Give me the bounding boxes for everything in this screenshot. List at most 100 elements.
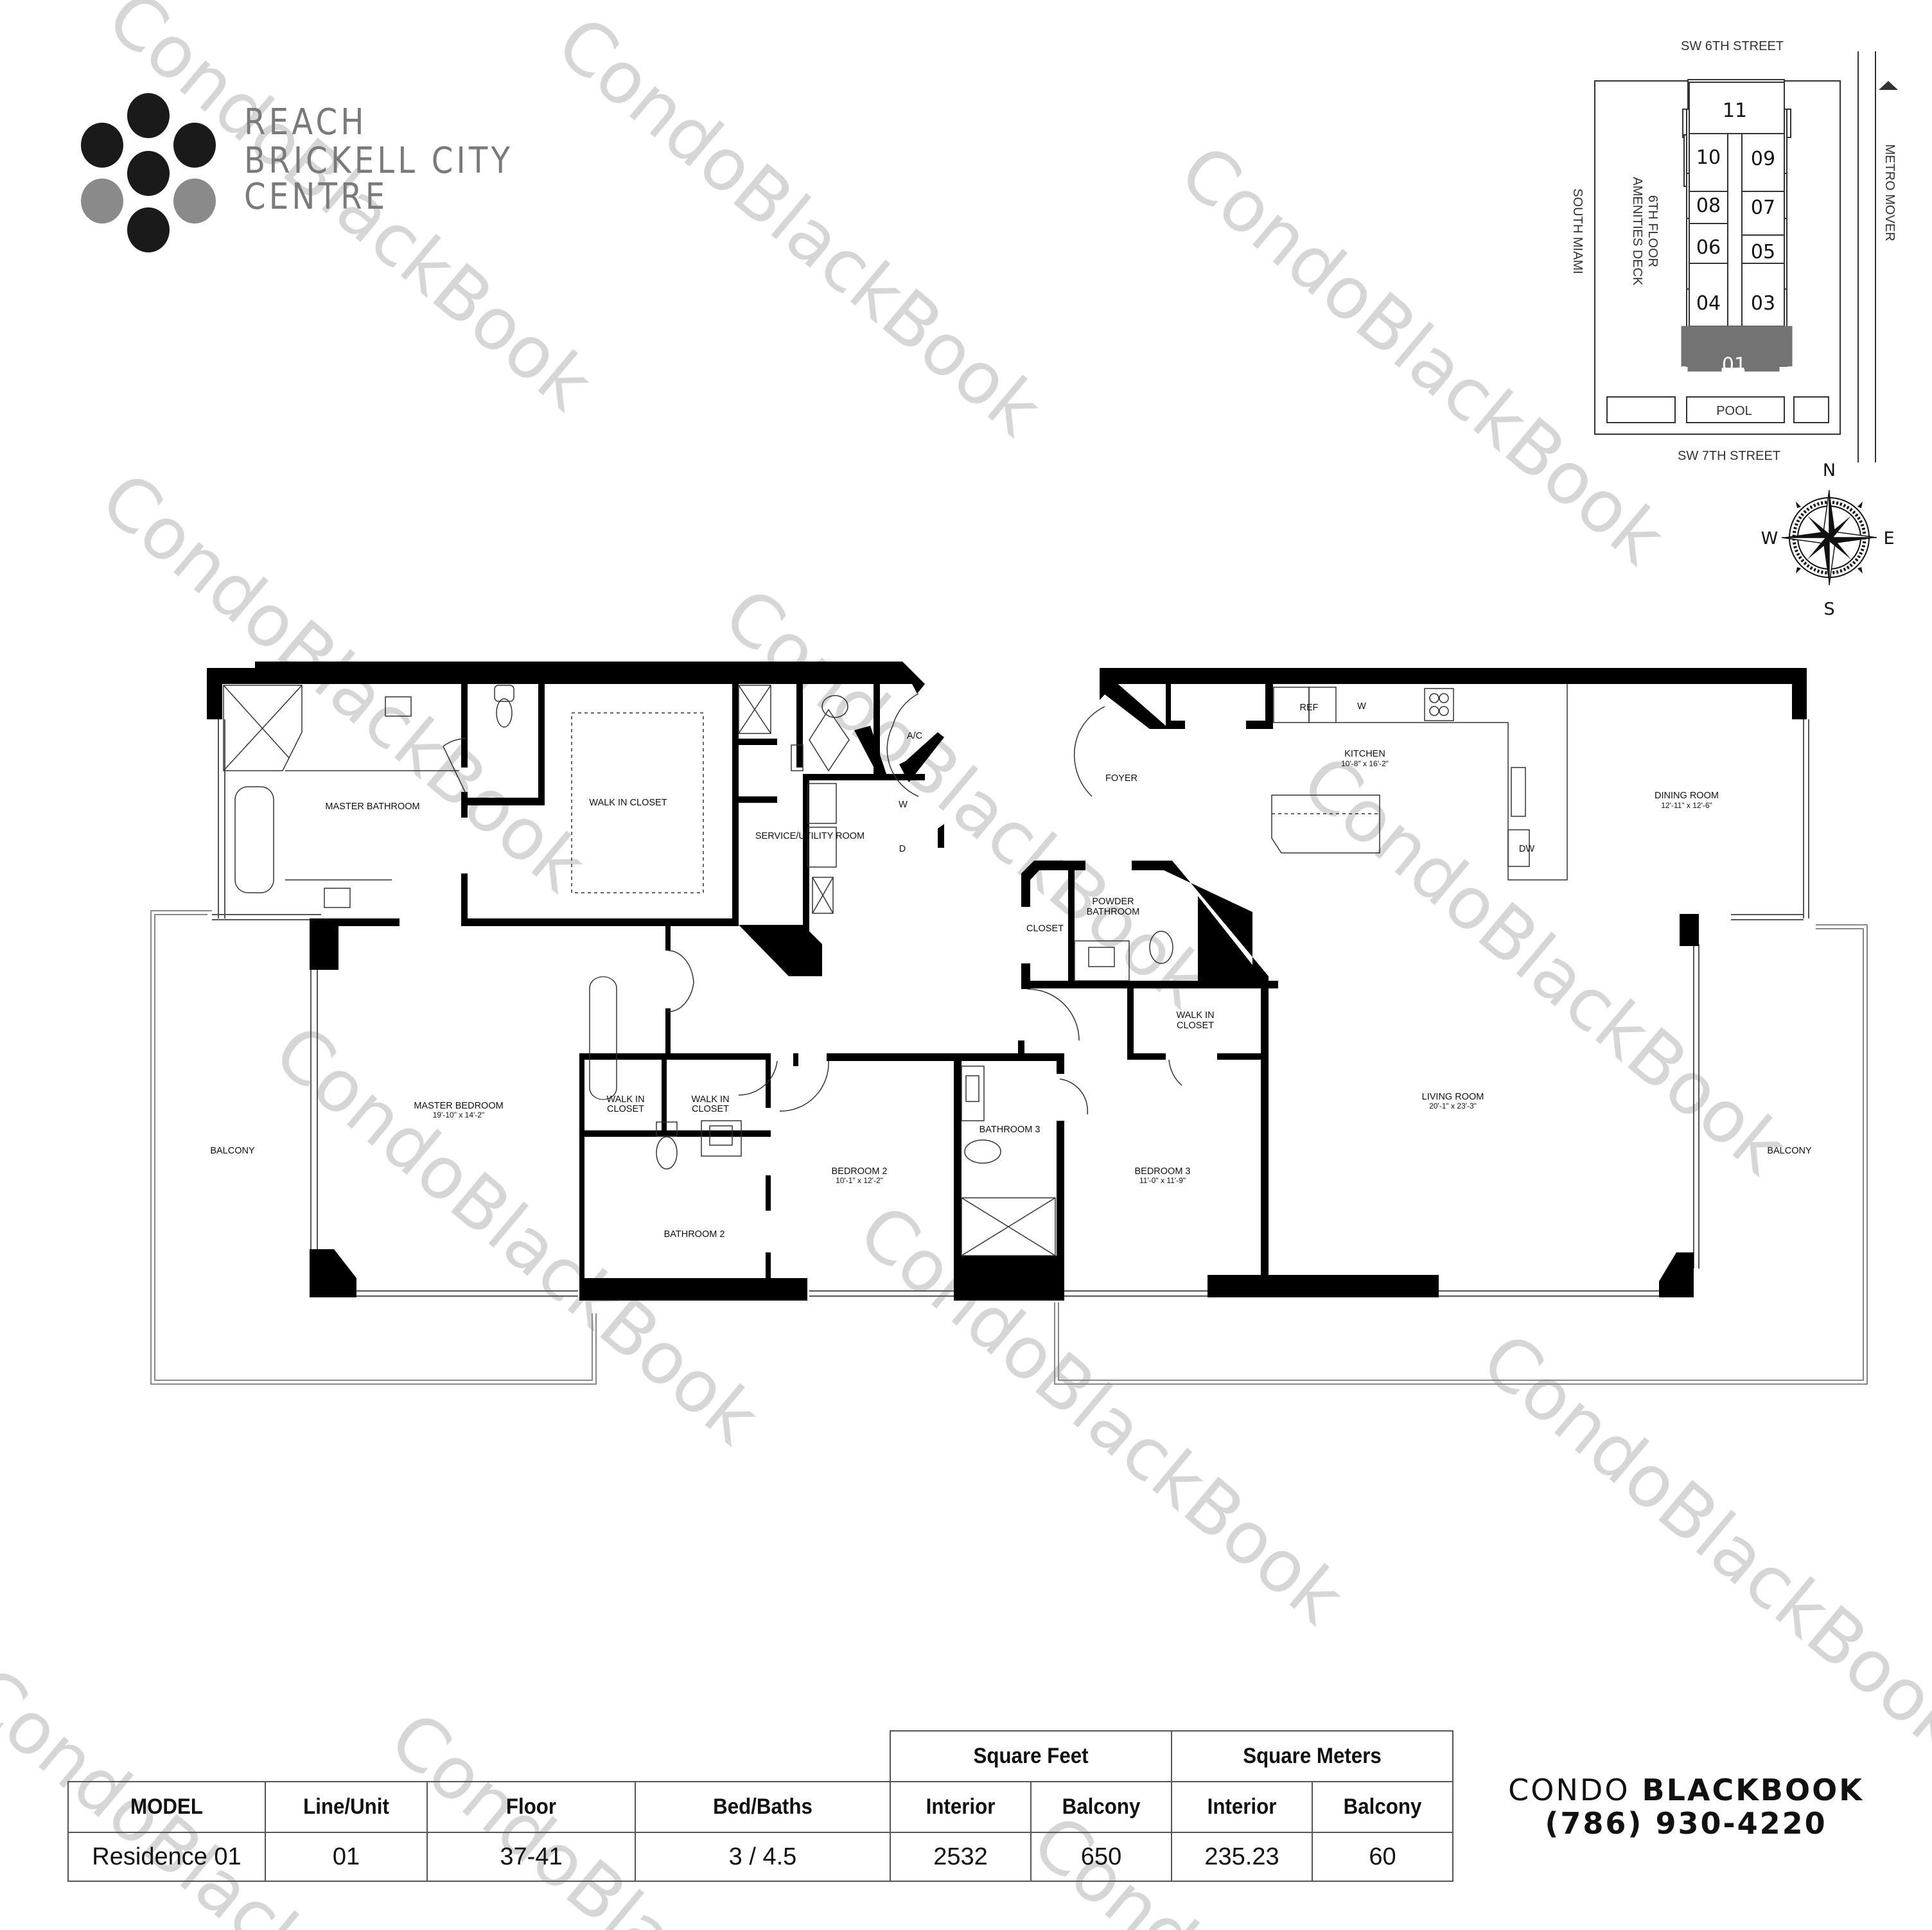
highlighted-unit-01	[1681, 326, 1793, 372]
label-walk-in-closet: WALK IN CLOSET	[589, 798, 667, 808]
logo-dot-icon	[81, 123, 123, 168]
unit-09: 09	[1751, 148, 1775, 170]
unit-07: 07	[1751, 197, 1775, 219]
col-header-line-unit: Line/Unit	[271, 1781, 421, 1833]
label-dw: DW	[1519, 844, 1534, 854]
logo-dot-icon	[81, 179, 123, 224]
label-powder-2: BATHROOM	[1087, 907, 1140, 917]
dim-bedroom-3: 11'-0" x 11'-9"	[1139, 1176, 1186, 1185]
logo-dot-icon	[127, 93, 170, 138]
cell-balcony-sqm: 60	[1312, 1832, 1453, 1882]
label-master-bathroom: MASTER BATHROOM	[325, 802, 419, 812]
room-labels: MASTER BATHROOM WALK IN CLOSET SERVICE/U…	[210, 701, 1812, 1240]
cell-interior-sqm: 235.23	[1171, 1832, 1313, 1882]
unit-11: 11	[1723, 100, 1747, 122]
cell-interior-sqft: 2532	[890, 1832, 1032, 1882]
label-closet: CLOSET	[1026, 924, 1064, 934]
compass-w: W	[1761, 529, 1778, 548]
unit-10: 10	[1696, 146, 1721, 169]
label-balcony-east: BALCONY	[1767, 1146, 1812, 1156]
label-wic-b3-2: CLOSET	[1177, 1021, 1214, 1031]
label-balcony-west: BALCONY	[210, 1146, 255, 1156]
label-ac: A/C	[907, 731, 922, 741]
unit-spec-table: Square Feet Square Meters MODEL Line/Uni…	[67, 1730, 1453, 1882]
table-row: Residence 01 01 37-41 3 / 4.5 2532 650 2…	[67, 1832, 1453, 1882]
reach-logo: REACH BRICKELL CITY CENTRE	[76, 93, 718, 252]
col-header-model: MODEL	[75, 1781, 258, 1833]
col-header-bed-baths: Bed/Baths	[644, 1781, 881, 1833]
pool-label: POOL	[1716, 404, 1752, 418]
unit-08: 08	[1696, 195, 1721, 217]
north-arrow-icon	[1879, 81, 1898, 90]
dim-master-bedroom: 19'-10" x 14'-2"	[433, 1110, 484, 1119]
label-service-utility-room: SERVICE/UTILITY ROOM	[755, 831, 865, 841]
dim-bedroom-2: 10'-1" x 12'-2"	[836, 1176, 883, 1185]
label-dryer: D	[899, 844, 906, 854]
street-label-north: SW 6TH STREET	[1681, 39, 1784, 53]
unit-03: 03	[1751, 292, 1775, 315]
key-plan: SW 6TH STREET SW 7TH STREET METRO MOVER …	[1570, 39, 1898, 463]
logo-dot-icon	[127, 207, 170, 252]
cell-bed-baths: 3 / 4.5	[635, 1832, 891, 1882]
col-header-floor: Floor	[435, 1781, 628, 1833]
dim-dining-room: 12'-11" x 12'-6"	[1661, 801, 1712, 810]
label-living-room: LIVING ROOM	[1422, 1092, 1484, 1102]
amenity-label-1: 6TH FLOOR	[1646, 195, 1660, 267]
group-header-square-meters: Square Meters	[1182, 1730, 1443, 1782]
logo-title: REACH	[244, 101, 367, 143]
label-master-bedroom: MASTER BEDROOM	[414, 1101, 503, 1111]
label-bathroom-3: BATHROOM 3	[979, 1125, 1041, 1135]
col-header-balcony-sqm: Balcony	[1317, 1781, 1448, 1833]
south-miami-label: SOUTH MIAMI	[1570, 188, 1585, 274]
condo-blackbook-branding: CONDO BLACKBOOK (786) 930-4220	[1471, 1775, 1901, 1839]
fixtures	[223, 684, 1568, 1256]
group-header-square-feet: Square Feet	[900, 1730, 1161, 1782]
cell-line-unit: 01	[265, 1832, 428, 1882]
walls	[207, 662, 1807, 1301]
logo-dot-icon	[173, 123, 216, 168]
metro-mover-label: METRO MOVER	[1883, 144, 1897, 241]
label-ref: REF	[1300, 703, 1319, 713]
brand-name-light: CONDO	[1508, 1773, 1630, 1807]
cell-balcony-sqft: 650	[1030, 1832, 1172, 1882]
brand-name-bold: BLACKBOOK	[1642, 1773, 1864, 1807]
unit-05: 05	[1751, 241, 1775, 263]
logo-subtitle: BRICKELL CITY CENTRE	[244, 140, 514, 218]
col-header-balcony-sqft: Balcony	[1035, 1781, 1167, 1833]
logo-dot-icon	[173, 179, 216, 224]
label-wic-a-1: WALK IN	[606, 1094, 644, 1105]
brand-name: CONDO BLACKBOOK	[1471, 1775, 1901, 1805]
label-kitchen: KITCHEN	[1344, 749, 1385, 759]
amenity-label-2: AMENITIES DECK	[1630, 177, 1644, 286]
compass-s: S	[1823, 599, 1834, 619]
unit-floor-plan: MASTER BATHROOM WALK IN CLOSET SERVICE/U…	[150, 662, 1868, 1385]
label-wic-b-2: CLOSET	[692, 1104, 729, 1114]
label-powder-1: POWDER	[1092, 897, 1134, 907]
balcony-outlines	[150, 910, 1868, 1385]
label-washer: W	[899, 800, 908, 810]
brand-phone[interactable]: (786) 930-4220	[1545, 1806, 1827, 1841]
col-header-interior-sqft: Interior	[895, 1781, 1026, 1833]
unit-06: 06	[1696, 236, 1721, 259]
label-dining-room: DINING ROOM	[1655, 791, 1719, 801]
label-wic-b3-1: WALK IN	[1176, 1010, 1214, 1021]
compass-n: N	[1823, 461, 1836, 480]
watermark: CondoBlackBook	[843, 1189, 1359, 1640]
label-wic-b-1: WALK IN	[691, 1094, 729, 1105]
glazing	[212, 719, 1809, 1297]
watermark: CondoBlackBook	[1466, 1317, 1932, 1769]
watermark: CondoBlackBook	[1164, 129, 1680, 581]
label-bedroom-3: BEDROOM 3	[1134, 1166, 1190, 1177]
col-header-interior-sqm: Interior	[1176, 1781, 1308, 1833]
compass-e: E	[1883, 529, 1894, 548]
label-foyer: FOYER	[1105, 773, 1137, 784]
label-bedroom-2: BEDROOM 2	[831, 1166, 887, 1177]
label-wic-a-2: CLOSET	[607, 1104, 644, 1114]
cell-model: Residence 01	[67, 1832, 266, 1882]
label-kitchen-w: W	[1357, 701, 1366, 712]
cell-floor: 37-41	[426, 1832, 636, 1882]
street-label-south: SW 7TH STREET	[1678, 449, 1780, 463]
unit-01: 01	[1722, 354, 1746, 376]
logo-dot-icon	[127, 151, 170, 196]
